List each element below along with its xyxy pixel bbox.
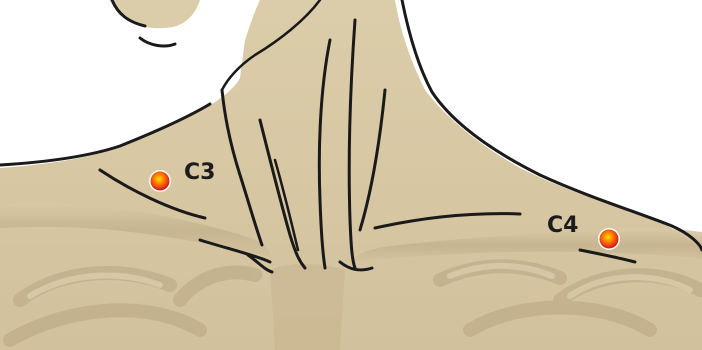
point-label-c4: C4 bbox=[547, 215, 578, 237]
marker-c3 bbox=[149, 170, 171, 192]
point-label-c3: C3 bbox=[184, 162, 215, 184]
sternum bbox=[270, 264, 345, 350]
marker-c4 bbox=[598, 228, 620, 250]
